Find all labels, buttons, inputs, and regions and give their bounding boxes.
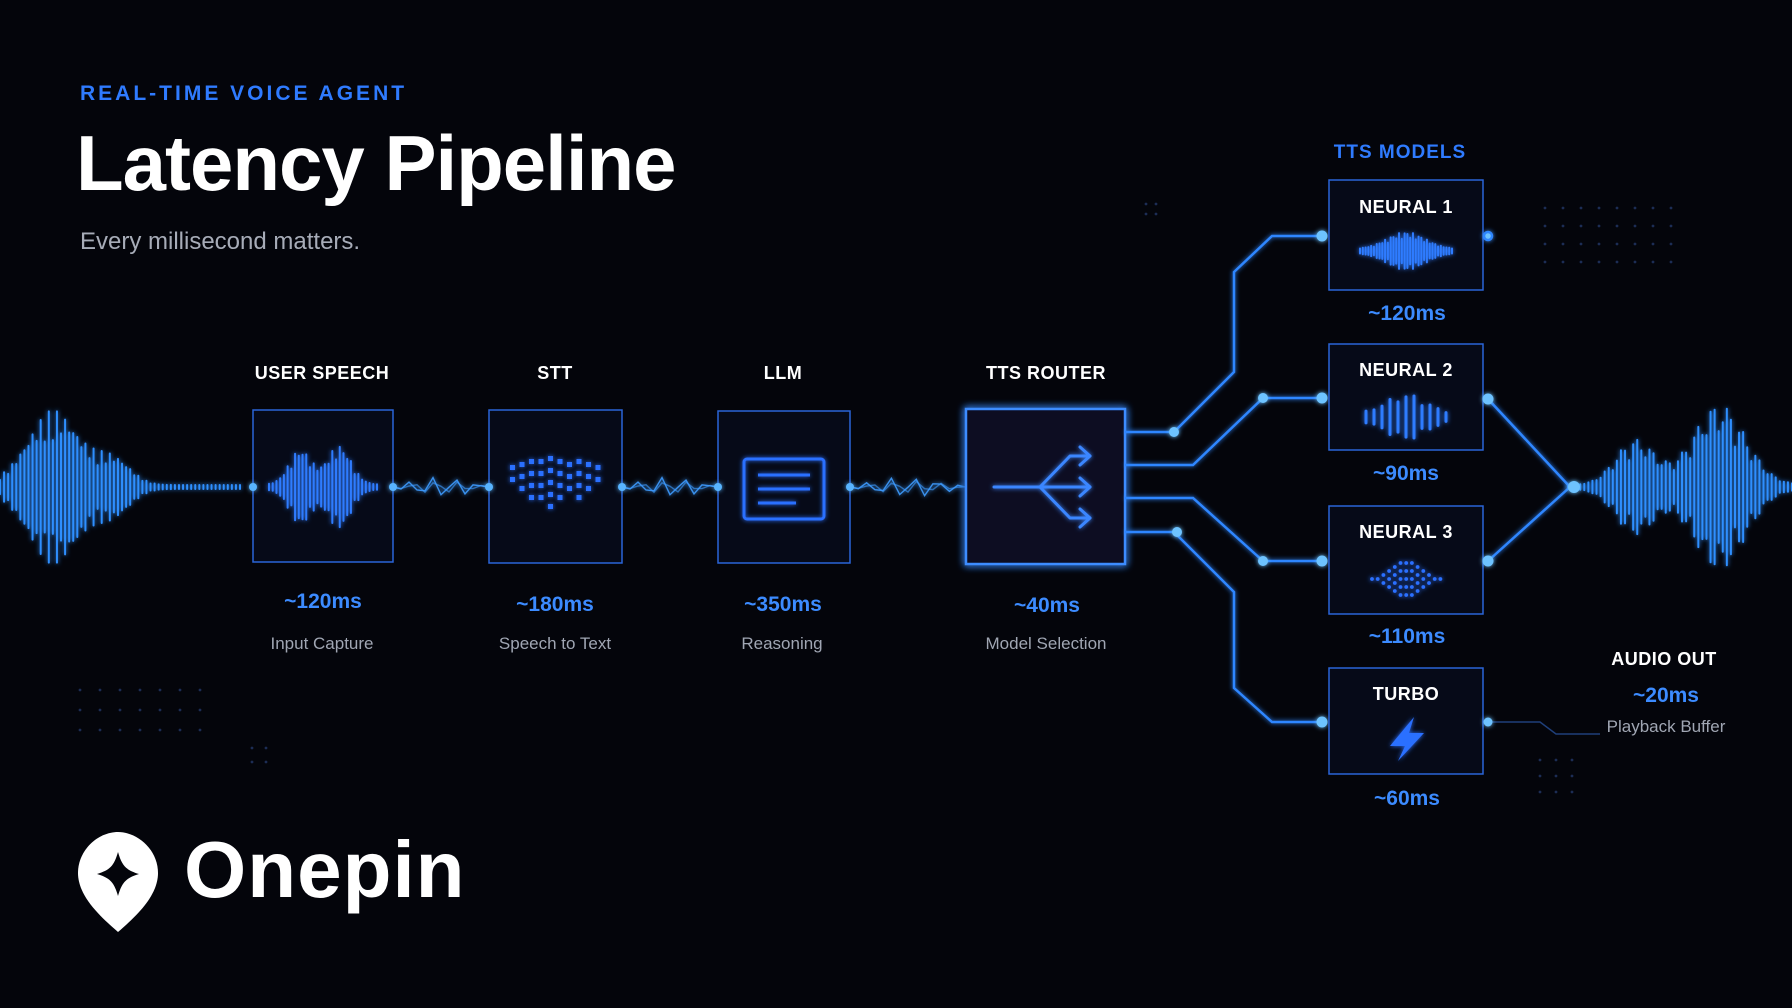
waveform-icon [268, 445, 378, 529]
split-arrows-icon [992, 445, 1092, 529]
stage-llm [714, 410, 854, 564]
tts-models-heading: TTS MODELS [1333, 142, 1467, 163]
model-label-neural-3: NEURAL 3 [1359, 522, 1453, 542]
model-label-neural-2: NEURAL 2 [1359, 360, 1453, 380]
model-label-neural-1: NEURAL 1 [1359, 197, 1453, 217]
output-connectors [1482, 230, 1571, 562]
decorative-dot-grid [78, 202, 1673, 794]
text-lines-icon [742, 457, 826, 521]
dotted-waveform-icon [1370, 561, 1443, 597]
stage-box [717, 410, 851, 564]
stage-desc-tts-router: Model Selection [985, 634, 1107, 653]
stage-label-tts-router: TTS ROUTER [986, 363, 1106, 383]
input-waveform [0, 410, 241, 564]
lightning-icon [1390, 717, 1424, 761]
eyebrow-label: REAL-TIME VOICE AGENT [80, 82, 408, 105]
stage-user-speech [249, 409, 397, 563]
brand-name: Onepin [184, 825, 466, 914]
signal-waveform [392, 476, 967, 498]
tts-model-neural-2 [1328, 343, 1484, 451]
connector-nodes [1169, 230, 1328, 728]
model-latency-neural-2: ~90ms [1373, 462, 1439, 485]
router-connectors [1125, 234, 1322, 724]
stage-latency-tts-router: ~40ms [1014, 594, 1080, 617]
stage-desc-stt: Speech to Text [498, 634, 612, 653]
model-latency-turbo: ~60ms [1374, 787, 1440, 810]
stage-desc-llm: Reasoning [741, 634, 823, 653]
model-latency-neural-3: ~110ms [1368, 625, 1446, 648]
stage-desc-user-speech: Input Capture [270, 634, 374, 653]
model-label-turbo: TURBO [1372, 684, 1440, 704]
location-pin-icon [78, 832, 158, 932]
stage-tts-router [964, 407, 1127, 566]
dot-matrix-icon [510, 456, 601, 509]
output-desc: Playback Buffer [1606, 717, 1726, 736]
model-box [1328, 667, 1484, 775]
stage-latency-user-speech: ~120ms [284, 590, 362, 613]
output-latency: ~20ms [1633, 684, 1699, 707]
stage-stt [485, 409, 626, 564]
stage-box [488, 409, 623, 564]
model-latency-neural-1: ~120ms [1368, 302, 1446, 325]
turbo-output-line [1488, 721, 1600, 735]
output-nodes [1482, 393, 1580, 727]
stage-latency-llm: ~350ms [744, 593, 822, 616]
page-subtitle: Every millisecond matters. [80, 228, 361, 255]
stage-label-stt: STT [537, 363, 573, 383]
output-label: AUDIO OUT [1611, 649, 1717, 669]
tts-model-neural-1 [1328, 179, 1484, 291]
model-box [1328, 179, 1484, 291]
stage-label-llm: LLM [763, 363, 803, 383]
page-title: Latency Pipeline [76, 119, 677, 207]
dense-waveform-icon [1359, 232, 1453, 270]
output-waveform [1567, 407, 1792, 567]
tts-model-turbo [1328, 667, 1484, 775]
stage-label-user-speech: USER SPEECH [254, 363, 390, 383]
bar-waveform-icon [1364, 394, 1448, 440]
stage-latency-stt: ~180ms [516, 593, 594, 616]
stage-box [252, 409, 394, 563]
